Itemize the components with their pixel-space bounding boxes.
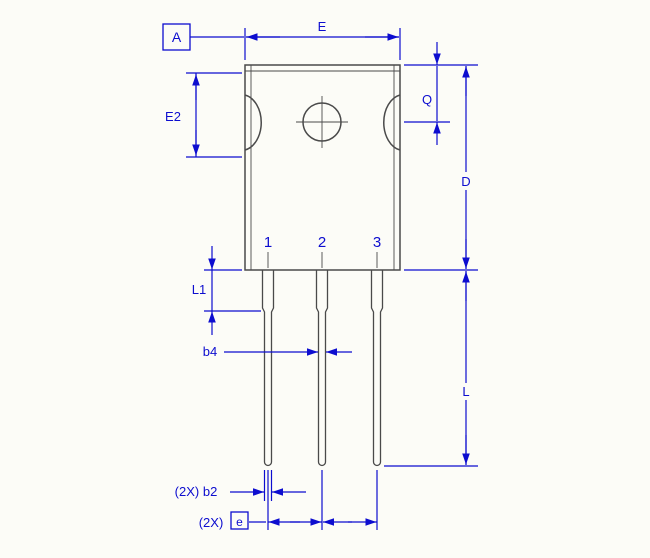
dim-label-L: L xyxy=(462,384,469,399)
side-notches xyxy=(244,94,401,151)
dim-label-L1: L1 xyxy=(192,282,206,297)
datum-A: A xyxy=(162,23,244,51)
dim-Q xyxy=(404,42,450,145)
dim-label-E2: E2 xyxy=(165,109,181,124)
lead-3 xyxy=(370,270,384,467)
dim-L xyxy=(384,271,478,467)
datum-a-label: A xyxy=(172,29,182,45)
mounting-hole xyxy=(296,96,348,148)
lead-2 xyxy=(315,270,329,467)
pin-centerline-ticks xyxy=(267,252,378,268)
dim-L1 xyxy=(204,246,261,335)
pin-2-number: 2 xyxy=(318,234,326,251)
hole-centerlines xyxy=(296,96,348,148)
dim-label-e: e xyxy=(236,515,243,529)
datum-a-box xyxy=(162,23,191,51)
dim-label-b4: b4 xyxy=(203,344,217,359)
lead-1 xyxy=(261,270,275,467)
dim-E xyxy=(244,28,401,60)
dim-label-Q: Q xyxy=(422,92,432,107)
dim-label-E: E xyxy=(318,19,327,34)
dim-E2 xyxy=(186,72,242,158)
pin-3-number: 3 xyxy=(373,234,381,251)
package-body xyxy=(244,64,401,271)
dim-e xyxy=(230,470,378,530)
pin-1-number: 1 xyxy=(264,234,272,251)
dim-D xyxy=(404,64,478,271)
dim-label-D: D xyxy=(461,174,470,189)
pitch-e-box xyxy=(230,511,249,530)
dim-label-b2: (2X) b2 xyxy=(175,484,218,499)
dim-b2 xyxy=(230,470,306,501)
dim-label-e-prefix: (2X) xyxy=(199,515,224,530)
